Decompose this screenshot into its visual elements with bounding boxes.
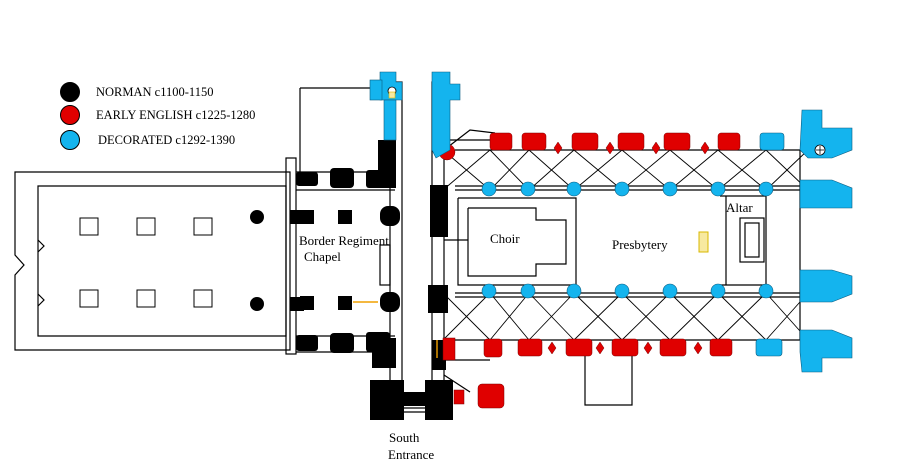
west-nave-outline bbox=[14, 171, 291, 351]
legend-label-decorated: DECORATED c1292-1390 bbox=[98, 132, 236, 147]
legend-swatch-early-english bbox=[60, 105, 80, 125]
legend-item-norman: NORMAN c1100-1150 bbox=[60, 82, 213, 102]
south-annex bbox=[584, 355, 633, 406]
label-choir: Choir bbox=[490, 231, 520, 246]
label-border-regiment: Border Regiment bbox=[299, 233, 389, 248]
small-marker bbox=[388, 91, 396, 99]
rose-marker-icon bbox=[814, 144, 826, 156]
norman-fabric bbox=[250, 140, 453, 420]
legend-item-decorated: DECORATED c1292-1390 bbox=[60, 130, 235, 150]
label-presbytery: Presbytery bbox=[612, 237, 668, 252]
altar-marker bbox=[698, 231, 709, 253]
label-chapel: Chapel bbox=[304, 249, 341, 264]
label-altar: Altar bbox=[726, 200, 753, 215]
decorated-fabric bbox=[369, 71, 853, 373]
legend-swatch-decorated bbox=[60, 130, 80, 150]
nave-pier-bases bbox=[79, 217, 213, 308]
legend-label-norman: NORMAN c1100-1150 bbox=[96, 84, 214, 99]
label-entrance: Entrance bbox=[388, 447, 435, 462]
legend-item-early-english: EARLY ENGLISH c1225-1280 bbox=[60, 105, 255, 125]
early-english-fabric bbox=[438, 132, 741, 409]
legend-swatch-norman bbox=[60, 82, 80, 102]
altar-enclosure bbox=[720, 195, 767, 286]
label-south: South bbox=[389, 430, 420, 445]
legend-label-early-english: EARLY ENGLISH c1225-1280 bbox=[96, 107, 256, 122]
